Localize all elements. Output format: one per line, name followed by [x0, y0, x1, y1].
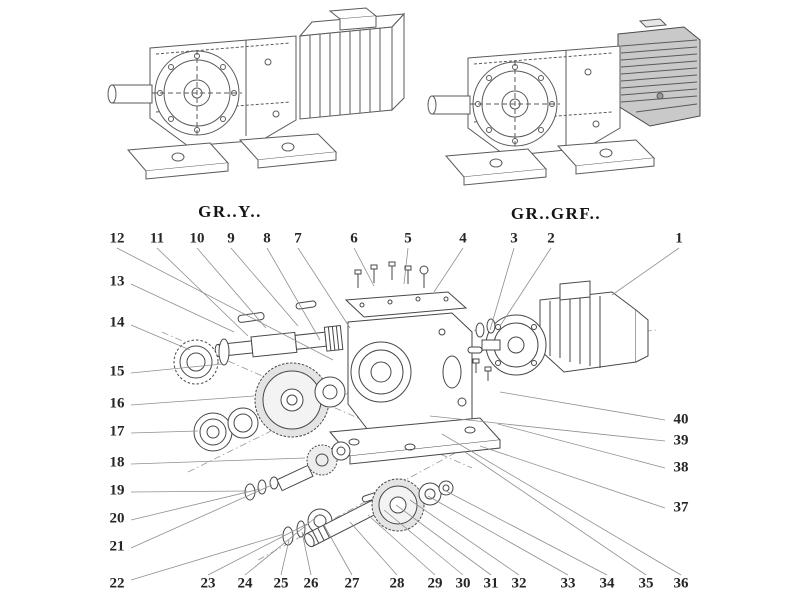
intermediate-gear-cluster	[244, 441, 351, 501]
callout-26: 26	[303, 575, 319, 592]
seal-and-washers	[173, 338, 230, 385]
model-label-gr-grf: GR..GRF..	[510, 204, 602, 223]
callout-21: 21	[109, 538, 125, 555]
motor-hardware	[467, 318, 496, 381]
callout-32: 32	[511, 575, 527, 592]
callout-13: 13	[109, 273, 125, 290]
callout-36: 36	[673, 575, 689, 592]
gearmotor-drawing-left	[107, 7, 406, 180]
gearmotor-drawing-right	[427, 18, 701, 186]
cover-and-bolts	[344, 261, 468, 318]
leader-lines	[116, 247, 682, 581]
callout-5: 5	[404, 230, 412, 247]
callout-7: 7	[294, 230, 302, 247]
callout-28: 28	[389, 575, 405, 592]
callout-19: 19	[109, 482, 125, 499]
callout-33: 33	[560, 575, 576, 592]
callout-27: 27	[344, 575, 360, 592]
exploded-view-drawing	[116, 247, 682, 581]
callout-2: 2	[547, 230, 555, 247]
callout-17: 17	[109, 423, 125, 440]
motor-assembly	[481, 280, 649, 376]
callout-9: 9	[227, 230, 235, 247]
housing	[329, 312, 502, 465]
large-gear	[254, 362, 346, 438]
callout-24: 24	[237, 575, 253, 592]
callout-16: 16	[109, 395, 125, 412]
callout-37: 37	[673, 499, 689, 516]
callout-20: 20	[109, 510, 125, 527]
callout-3: 3	[510, 230, 518, 247]
callout-30: 30	[455, 575, 471, 592]
callout-12: 12	[109, 230, 125, 247]
callout-34: 34	[599, 575, 615, 592]
callout-10: 10	[189, 230, 205, 247]
callout-15: 15	[109, 363, 125, 380]
callout-14: 14	[109, 314, 125, 331]
output-shaft-assembly	[282, 478, 454, 548]
callout-8: 8	[263, 230, 271, 247]
callout-4: 4	[459, 230, 467, 247]
callout-25: 25	[273, 575, 289, 592]
callout-31: 31	[483, 575, 499, 592]
model-label-gr-y: GR..Y..	[198, 202, 262, 221]
callout-6: 6	[350, 230, 358, 247]
callout-11: 11	[149, 230, 165, 247]
bearings	[193, 407, 259, 452]
callout-40: 40	[673, 411, 689, 428]
callout-29: 29	[427, 575, 443, 592]
callout-23: 23	[200, 575, 216, 592]
callout-18: 18	[109, 454, 125, 471]
callout-22: 22	[109, 575, 125, 592]
callout-39: 39	[673, 432, 689, 449]
callout-1: 1	[675, 230, 683, 247]
callout-38: 38	[673, 459, 689, 476]
callout-35: 35	[638, 575, 654, 592]
